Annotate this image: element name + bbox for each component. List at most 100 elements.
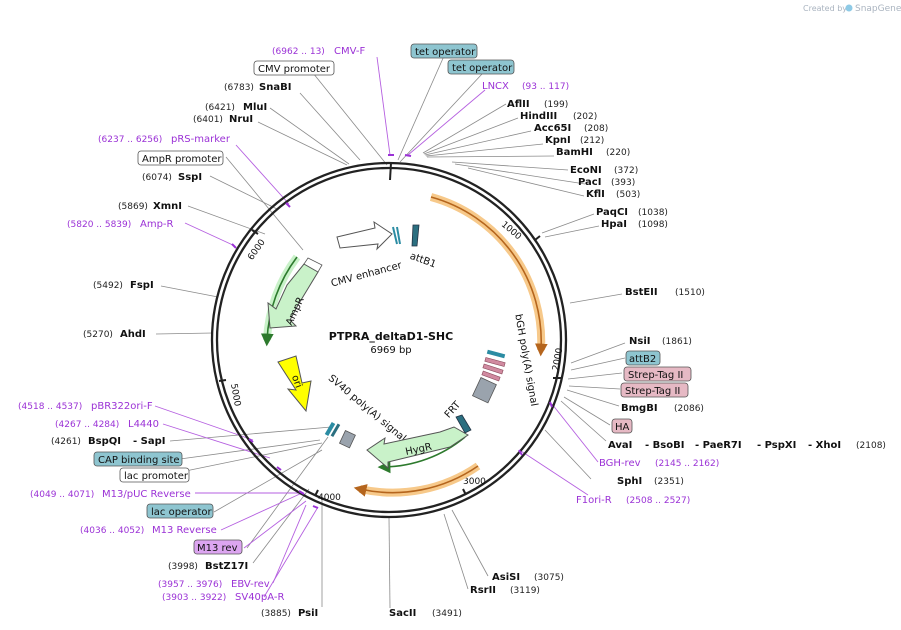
cmv-promoter-box[interactable] [253,60,335,76]
tet-operator-2-box[interactable] [447,59,515,75]
f1ori-r-primer[interactable]: F1ori-R [576,495,612,506]
cap-binding-site-box[interactable] [93,451,183,467]
strep-tag-1-box[interactable] [623,366,692,382]
enzyme-paqci[interactable]: PaqCI [596,207,628,218]
pos-econi: (372) [614,166,638,176]
enzyme-sapi[interactable]: - SapI [133,436,165,447]
pos-kfli: (503) [616,190,640,200]
enzyme-sspi[interactable]: SspI [178,172,202,183]
pos-bmgbi: (2086) [674,404,704,414]
pbr322ori-f-primer[interactable]: pBR322ori-F [91,401,153,412]
amp-r-primer[interactable]: Amp-R [140,219,174,230]
enzyme-rsrii[interactable]: RsrII [470,585,496,596]
pos-mlui: (6421) [205,103,235,113]
enzyme-ahdi[interactable]: AhdI [120,329,146,340]
l4440-range: (4267 .. 4284) [55,420,119,430]
strep-tag-1-label: Strep-Tag II [628,370,683,381]
enzyme-bmgbi[interactable]: BmgBI [621,403,658,414]
enzyme-xmni[interactable]: XmnI [153,201,182,212]
orf-arrow-1 [430,196,548,357]
enzyme-hpai[interactable]: HpaI [601,219,627,230]
pos-sphi: (2351) [654,477,684,487]
m13-puc-reverse-range: (4049 .. 4071) [30,490,94,500]
m13-reverse-range: (4036 .. 4052) [80,526,144,536]
enzyme-pspxi[interactable]: - PspXI [757,440,796,451]
enzyme-hindiii[interactable]: HindIII [520,111,557,122]
cap-binding-site-label: CAP binding site [98,455,180,466]
hygr-arrow [366,426,469,470]
enzyme-acc65i[interactable]: Acc65I [534,123,571,134]
pos-bspqi: (4261) [51,437,81,447]
ori-label: ori [289,374,304,390]
enzyme-bspqi[interactable]: BspQI [88,436,121,447]
prs-marker-primer[interactable]: pRS-marker [171,134,231,145]
bgh-polya-label: bGH poly(A) signal [512,313,539,407]
enzyme-bstz17i[interactable]: BstZ17I [205,561,248,572]
enzyme-paci[interactable]: PacI [578,177,601,188]
strep-tag-2-label: Strep-Tag II [625,386,680,397]
pos-xmni: (5869) [118,202,148,212]
tet-operator-1-box[interactable] [410,43,478,59]
enzyme-kfli[interactable]: KflI [586,189,605,200]
ampr-promoter-box[interactable] [137,150,224,166]
backbone-outer [210,161,568,519]
lac-promoter-label: lac promoter [124,471,189,482]
lncx-primer[interactable]: LNCX [482,81,509,92]
tet-operator-1: tet operator [415,47,476,58]
lac-promoter-box[interactable] [119,467,190,483]
sv40pa-r-primer[interactable]: SV40pA-R [235,592,284,603]
strep-tag-2-box[interactable] [620,382,689,398]
tick-5000: 5000 [228,383,242,408]
enzyme-sacii[interactable]: SacII [389,608,416,619]
right-enzymes: AflII (199) HindIII (202) Acc65I (208) K… [389,99,705,619]
enzyme-sphi[interactable]: SphI [617,476,642,487]
ori-arrow [277,355,312,413]
pos-acc65i: (208) [584,124,608,134]
cmv-f-primer[interactable]: CMV-F [334,46,365,57]
tet-operator-2: tet operator [452,63,513,74]
pos-bstz17i: (3998) [168,562,198,572]
pos-kpni: (212) [580,136,604,146]
sv40pa-r-range: (3903 .. 3922) [162,593,226,603]
enzyme-avai[interactable]: AvaI [608,440,632,451]
enzyme-psii[interactable]: PsiI [298,608,318,619]
lac-operator-label: lac operator [151,507,212,518]
attb1-label: attB1 [408,251,437,271]
plasmid-name: PTPRA_deltaD1-SHC [329,330,453,343]
m13-puc-reverse-primer[interactable]: M13/pUC Reverse [102,489,191,500]
bgh-region-marks [471,349,506,404]
pos-psii: (3885) [261,609,291,619]
ha-label: HA [615,422,630,433]
attb2-box[interactable] [625,350,661,366]
enzyme-asisi[interactable]: AsiSI [492,572,520,583]
l4440-primer[interactable]: L4440 [128,419,159,430]
pos-paqci: (1038) [638,208,668,218]
enzyme-econi[interactable]: EcoNI [570,165,602,176]
enzyme-bsobi[interactable]: - BsoBI [645,440,684,451]
enzyme-xhoi[interactable]: - XhoI [808,440,841,451]
enzyme-paer7i[interactable]: - PaeR7I [695,440,742,451]
bgh-rev-primer[interactable]: BGH-rev [599,458,641,469]
enzyme-mlui[interactable]: MluI [243,102,267,113]
attb1-mark [392,224,420,247]
enzyme-kpni[interactable]: KpnI [545,135,571,146]
pos-fspi: (5492) [93,281,123,291]
m13-rev-box[interactable] [193,539,243,555]
enzyme-nrui[interactable]: NruI [229,114,253,125]
ha-box[interactable] [611,418,633,434]
m13-reverse-primer[interactable]: M13 Reverse [152,525,217,536]
sv40-region-marks [324,421,356,449]
ebv-rev-primer[interactable]: EBV-rev [231,579,270,590]
lac-operator-box[interactable] [146,503,214,519]
enzyme-fspi[interactable]: FspI [130,280,154,291]
ampr-arrow [267,263,319,329]
enzyme-bsteii[interactable]: BstEII [625,287,658,298]
attb2-label: attB2 [629,354,656,365]
enzyme-nsii[interactable]: NsiI [629,336,650,347]
enzyme-snabi[interactable]: SnaBI [259,82,291,93]
pos-hindiii: (202) [573,112,597,122]
cmv-f-range: (6962 .. 13) [272,47,325,57]
enzyme-bamhi[interactable]: BamHI [556,147,593,158]
enzyme-aflii[interactable]: AflII [507,99,530,110]
pos-xhoi: (2108) [856,441,886,451]
